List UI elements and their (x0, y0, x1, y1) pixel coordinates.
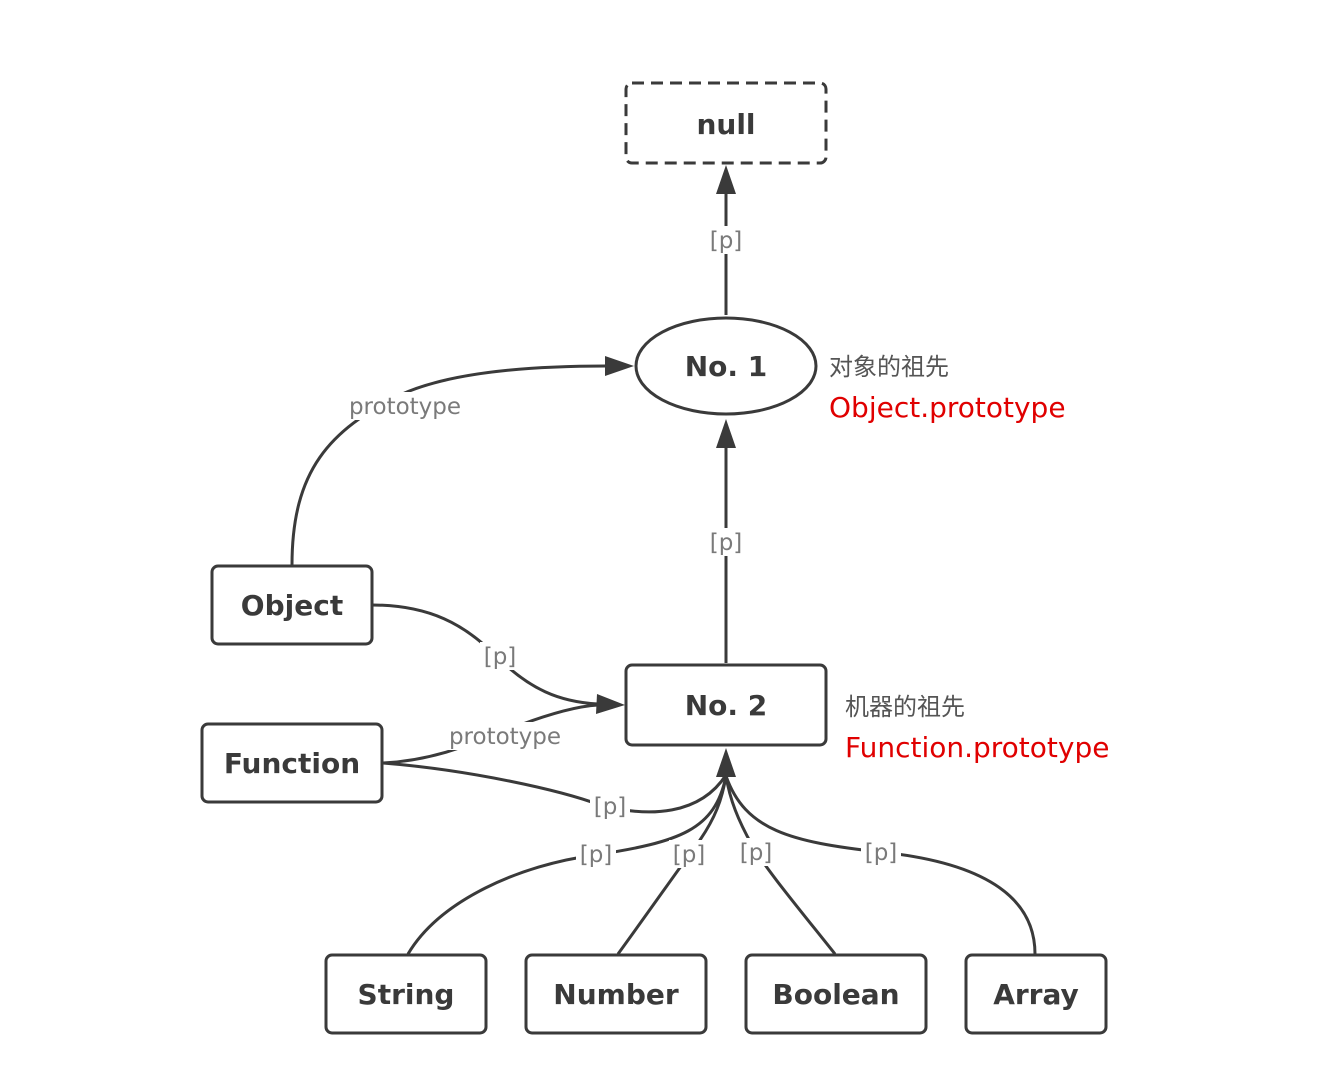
edge-label-object-prototype: prototype (342, 392, 468, 420)
edge-label-function-prototype: prototype (442, 722, 568, 750)
svg-text:Boolean: Boolean (772, 978, 899, 1011)
edge-label-number-p: [p] (669, 840, 709, 868)
svg-text:[p]: [p] (865, 840, 898, 866)
note-no2-chinese: 机器的祖先 (845, 693, 965, 721)
edge-label-array-p: [p] (861, 838, 901, 866)
edge-label-null-p: [p] (706, 226, 746, 254)
note-no1-object-prototype: Object.prototype (829, 391, 1066, 424)
svg-text:String: String (358, 978, 455, 1011)
edge-label-function-p: [p] (590, 792, 630, 820)
node-null: null (624, 81, 828, 165)
edge-label-no1-p: [p] (706, 528, 746, 556)
svg-text:No. 2: No. 2 (685, 689, 768, 722)
node-object: Object (210, 564, 374, 646)
svg-text:null: null (696, 108, 755, 141)
node-number: Number (524, 953, 708, 1035)
edge-label-boolean-p: [p] (736, 838, 776, 866)
node-function: Function (200, 722, 384, 804)
svg-text:Array: Array (993, 978, 1079, 1011)
svg-text:No. 1: No. 1 (685, 350, 768, 383)
arrowhead-null (716, 165, 736, 194)
svg-text:[p]: [p] (580, 842, 613, 868)
note-no1-chinese: 对象的祖先 (829, 353, 949, 381)
arrowhead-no1-bottom (716, 419, 736, 448)
svg-text:[p]: [p] (710, 228, 743, 254)
arrowhead-no2-bottom (716, 748, 736, 777)
node-string: String (324, 953, 488, 1035)
node-array: Array (964, 953, 1108, 1035)
arrowhead-no1-left (605, 356, 634, 376)
arrowhead-no2-left (596, 694, 625, 714)
svg-text:prototype: prototype (349, 394, 461, 420)
node-boolean: Boolean (744, 953, 928, 1035)
node-no2: No. 2 (624, 663, 828, 747)
svg-text:[p]: [p] (594, 794, 627, 820)
edge-function-p-no2 (382, 761, 728, 814)
svg-text:Function: Function (224, 747, 360, 780)
svg-text:[p]: [p] (740, 840, 773, 866)
svg-text:[p]: [p] (673, 842, 706, 868)
node-no1: No. 1 (634, 316, 818, 416)
svg-text:[p]: [p] (484, 644, 517, 670)
svg-text:Number: Number (553, 978, 679, 1011)
edge-label-string-p: [p] (576, 840, 616, 868)
note-no2-function-prototype: Function.prototype (845, 731, 1109, 764)
svg-text:Object: Object (241, 589, 343, 622)
svg-text:[p]: [p] (710, 530, 743, 556)
svg-text:prototype: prototype (449, 724, 561, 750)
edge-label-object-p: [p] (480, 642, 520, 670)
